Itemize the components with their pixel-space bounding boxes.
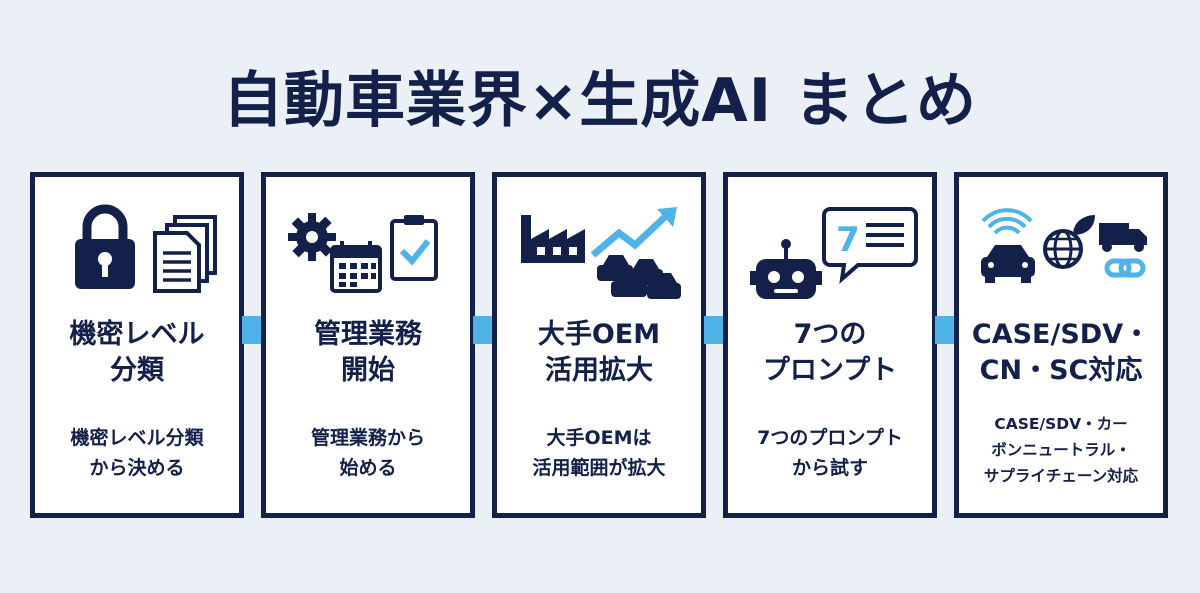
chain-link-icon: [1104, 258, 1146, 278]
calendar-icon: [330, 241, 382, 293]
chat-bubble-icon: 7: [822, 207, 918, 285]
svg-text:7: 7: [836, 220, 860, 260]
card-heading: 管理業務開始: [314, 319, 422, 386]
card-description: 管理業務から始める: [310, 427, 425, 479]
card-heading: CASE/SDV・CN・SC対応: [971, 319, 1151, 386]
card-1-icons: [75, 204, 217, 293]
card-security-level: 機密レベル分類 機密レベル分類から決める: [30, 172, 244, 518]
card-3-icons: [521, 207, 681, 299]
clipboard-check-icon: [390, 215, 438, 281]
cars-icon: [597, 255, 681, 299]
trend-arrow-icon: [590, 207, 677, 258]
robot-icon: [750, 239, 822, 299]
lock-icon: [75, 204, 135, 289]
gear-icon: [288, 213, 336, 261]
truck-icon: [1099, 223, 1147, 252]
card-5-icons: [981, 208, 1147, 283]
card-case-sdv: CASE/SDV・CN・SC対応 CASE/SDV・カーボンニュートラル・サプラ…: [954, 172, 1168, 518]
card-description: CASE/SDV・カーボンニュートラル・サプライチェーン対応: [983, 415, 1139, 485]
card-2-icons: [288, 213, 438, 293]
card-description: 大手OEMは活用範囲が拡大: [532, 427, 666, 479]
card-seven-prompts: 7 7つのプロンプト 7つのプロンプトから試す: [723, 172, 937, 518]
card-heading: 機密レベル分類: [69, 319, 205, 386]
documents-icon: [153, 215, 217, 293]
card-description: 7つのプロンプトから試す: [757, 427, 903, 479]
globe-leaf-icon: [1043, 215, 1095, 269]
page-title: 自動車業界×生成AI まとめ: [223, 66, 977, 136]
connected-car-icon: [981, 208, 1035, 283]
card-admin-work: 管理業務開始 管理業務から始める: [261, 172, 475, 518]
card-heading: 7つのプロンプト: [762, 319, 898, 386]
card-description: 機密レベル分類から決める: [70, 427, 204, 479]
card-4-icons: 7: [750, 207, 918, 299]
factory-icon: [521, 215, 585, 263]
